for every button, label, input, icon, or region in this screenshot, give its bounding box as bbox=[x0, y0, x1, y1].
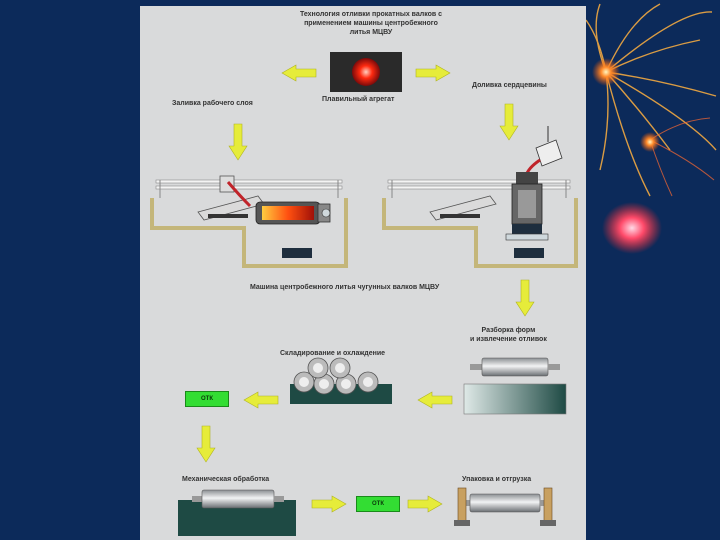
qc-box: ОТК bbox=[185, 391, 229, 407]
furnace-icon bbox=[330, 52, 402, 92]
disassembly-label: Разборка форм и извлечение отливок bbox=[470, 327, 547, 343]
extracted-roll-icon bbox=[470, 357, 560, 377]
packed-roll-icon bbox=[454, 487, 556, 526]
pour-layer-label: Заливка рабочего слоя bbox=[172, 100, 253, 107]
arrow-right-icon bbox=[407, 495, 443, 513]
qc-box: ОТК bbox=[356, 496, 400, 512]
machining-icon bbox=[178, 489, 296, 536]
firework-burst-icon bbox=[592, 58, 620, 86]
arrow-left-icon bbox=[243, 391, 279, 409]
arrow-down-icon bbox=[196, 425, 216, 463]
storage-label: Складирование и охлаждение bbox=[280, 350, 386, 357]
mold-box-icon bbox=[463, 383, 567, 415]
arrow-left-icon bbox=[281, 64, 317, 82]
machine-label: Машина центробежного литья чугунных валк… bbox=[250, 284, 440, 291]
firework-glow-icon bbox=[602, 202, 662, 254]
packing-label: Упаковка и отгрузка bbox=[462, 476, 532, 483]
right-casting-machine-icon bbox=[382, 126, 578, 268]
machining-label: Механическая обработка bbox=[182, 476, 270, 483]
arrow-down-icon bbox=[228, 123, 248, 161]
storage-rolls-icon bbox=[290, 357, 392, 404]
arrow-down-icon bbox=[499, 103, 519, 141]
diagram-panel bbox=[140, 6, 586, 540]
arrow-right-icon bbox=[415, 64, 451, 82]
top-core-label: Доливка сердцевины bbox=[472, 82, 547, 89]
furnace-label: Плавильный агрегат bbox=[322, 96, 395, 103]
arrow-down-icon bbox=[515, 279, 535, 317]
arrow-right-icon bbox=[311, 495, 347, 513]
left-casting-machine-icon bbox=[150, 175, 348, 268]
diagram-title: Технология отливки прокатных валков с пр… bbox=[299, 11, 443, 36]
arrow-left-icon bbox=[417, 391, 453, 409]
